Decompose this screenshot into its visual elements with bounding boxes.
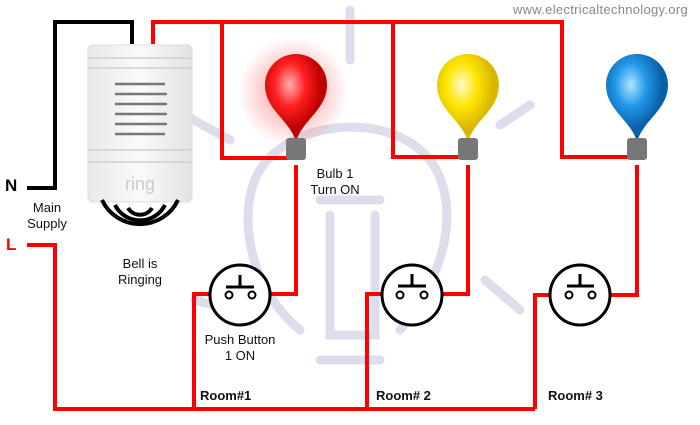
push-button-1-label: Push Button 1 ON xyxy=(204,332,276,363)
website-watermark: www.electricaltechnology.org xyxy=(512,2,688,17)
bulb-2-icon xyxy=(437,54,499,160)
bell-status-label: Bell is Ringing xyxy=(117,256,163,287)
push-button-3-icon xyxy=(548,263,612,327)
push-button-2-icon xyxy=(380,263,444,327)
live-wire-top xyxy=(151,20,628,159)
bulb2-wire xyxy=(391,22,460,159)
bell-brand-logo: ring xyxy=(125,174,155,194)
neutral-label: N xyxy=(5,176,18,195)
room-3-label: Room# 3 xyxy=(548,388,603,403)
main-supply-label: Main Supply xyxy=(27,200,67,231)
push-button-1-icon xyxy=(208,263,272,327)
bulb1-wire xyxy=(220,22,290,160)
neutral-wire xyxy=(27,20,134,190)
doorbell-chime-icon: ring xyxy=(87,44,193,203)
room-2-label: Room# 2 xyxy=(376,388,431,403)
bulb-3-icon xyxy=(606,54,668,160)
live-supply-wire xyxy=(27,243,535,411)
live-label: L xyxy=(6,235,17,254)
sound-waves-icon xyxy=(100,199,180,227)
bulb1-label: Bulb 1 Turn ON xyxy=(310,166,360,197)
room-1-label: Room#1 xyxy=(200,388,252,403)
bulb-1-icon xyxy=(265,54,327,160)
